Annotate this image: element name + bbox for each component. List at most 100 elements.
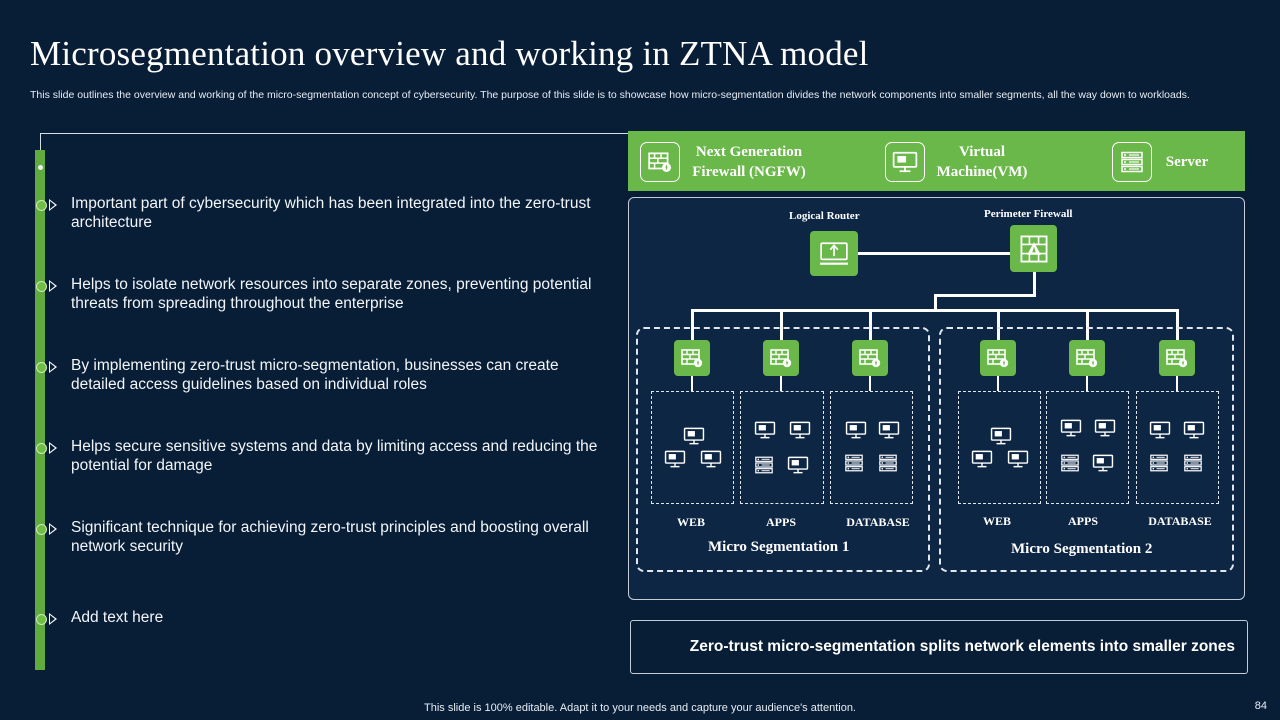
zone-web bbox=[958, 391, 1041, 504]
bullet-dot-icon bbox=[36, 524, 47, 535]
virtual-machine-icon bbox=[878, 421, 900, 439]
server-icon bbox=[1149, 454, 1169, 472]
zone-apps bbox=[1046, 391, 1129, 504]
virtual-machine-icon bbox=[845, 421, 867, 439]
router-firewall-link bbox=[858, 252, 1010, 255]
zone-link bbox=[1176, 376, 1178, 391]
zone-link bbox=[869, 376, 871, 391]
bullet-text: Helps secure sensitive systems and data … bbox=[71, 438, 598, 474]
bullet-item: Significant technique for achieving zero… bbox=[36, 518, 600, 556]
bus-drop-link bbox=[869, 309, 872, 341]
zone-database bbox=[1136, 391, 1219, 504]
zone-apps bbox=[740, 391, 824, 504]
bullet-text: Helps to isolate network resources into … bbox=[71, 276, 592, 312]
logical-router-label: Logical Router bbox=[789, 210, 860, 222]
top-connector-line bbox=[40, 133, 630, 134]
legend-server-label: Server bbox=[1165, 154, 1209, 170]
branch-drop-link bbox=[934, 294, 937, 311]
bullet-arrow-icon bbox=[49, 613, 57, 625]
firewall-icon bbox=[674, 340, 710, 376]
server-icon bbox=[1112, 142, 1152, 182]
network-diagram-panel bbox=[628, 197, 1245, 600]
virtual-machine-icon bbox=[1007, 450, 1029, 468]
legend-vm-line2: Machine(VM) bbox=[936, 164, 1028, 180]
page-subtitle: This slide outlines the overview and wor… bbox=[30, 89, 1190, 101]
bus-drop-link bbox=[1086, 309, 1089, 341]
legend-ngfw-line2: Firewall (NGFW) bbox=[692, 164, 806, 180]
bullet-dot-icon bbox=[36, 200, 47, 211]
zone-link bbox=[691, 376, 693, 391]
firewall-icon bbox=[852, 340, 888, 376]
bullet-item: By implementing zero-trust micro-segment… bbox=[36, 356, 600, 394]
virtual-machine-icon bbox=[683, 427, 705, 445]
bullet-arrow-icon bbox=[49, 199, 57, 211]
firewall-icon bbox=[763, 340, 799, 376]
virtual-machine-icon bbox=[1092, 454, 1114, 472]
bus-drop-link bbox=[997, 309, 1000, 341]
legend-vm-label: Virtual Machine(VM) bbox=[930, 142, 1034, 182]
micro-segmentation-2 bbox=[939, 327, 1234, 572]
footer-note: This slide is 100% editable. Adapt it to… bbox=[424, 702, 856, 714]
zone-label-database: DATABASE bbox=[1148, 514, 1212, 528]
virtual-machine-icon bbox=[754, 421, 776, 439]
firewall-icon bbox=[980, 340, 1016, 376]
virtual-machine-icon bbox=[1183, 421, 1205, 439]
server-icon bbox=[844, 454, 864, 472]
zone-label-database: DATABASE bbox=[846, 515, 910, 529]
virtual-machine-icon bbox=[787, 456, 809, 474]
zone-link bbox=[997, 376, 999, 391]
legend-vm-line1: Virtual bbox=[958, 144, 1006, 160]
bullet-arrow-icon bbox=[49, 280, 57, 292]
zone-label-web: WEB bbox=[676, 515, 705, 529]
bullet-text: By implementing zero-trust micro-segment… bbox=[71, 357, 559, 393]
bullet-dot-icon bbox=[36, 362, 47, 373]
zone-database bbox=[830, 391, 913, 504]
virtual-machine-icon bbox=[1094, 419, 1116, 437]
zone-label-apps: APPS bbox=[1068, 514, 1098, 528]
bus-drop-link bbox=[780, 309, 783, 341]
logical-router-icon bbox=[810, 231, 858, 276]
micro-segmentation-1 bbox=[636, 327, 930, 572]
segment1-label: Micro Segmentation 1 bbox=[708, 539, 850, 555]
legend-ngfw-label: Next Generation Firewall (NGFW) bbox=[684, 142, 814, 182]
timeline-bar bbox=[35, 150, 45, 670]
timeline-start-dot bbox=[38, 165, 43, 170]
firewall-icon bbox=[1069, 340, 1105, 376]
zone-web bbox=[651, 391, 734, 504]
zone-label-web: WEB bbox=[982, 514, 1011, 528]
server-icon bbox=[878, 454, 898, 472]
server-icon bbox=[754, 456, 774, 474]
bus-drop-link bbox=[1176, 309, 1179, 341]
bullet-item: Add text here bbox=[36, 608, 600, 627]
server-icon bbox=[1060, 454, 1080, 472]
firewall-icon bbox=[640, 142, 680, 182]
virtual-machine-icon bbox=[664, 450, 686, 468]
firewall-icon bbox=[1159, 340, 1195, 376]
bullet-item: Important part of cybersecurity which ha… bbox=[36, 194, 600, 232]
page-title: Microsegmentation overview and working i… bbox=[30, 34, 869, 73]
summary-box: Zero-trust micro-segmentation splits net… bbox=[630, 620, 1248, 674]
virtual-machine-icon bbox=[789, 421, 811, 439]
segment2-label: Micro Segmentation 2 bbox=[1011, 541, 1153, 557]
firewall-branch-link bbox=[934, 294, 1036, 297]
distribution-bus-line bbox=[691, 309, 1179, 312]
bullet-text: Add text here bbox=[71, 609, 164, 626]
bullet-dot-icon bbox=[36, 614, 47, 625]
summary-text: Zero-trust micro-segmentation splits net… bbox=[689, 638, 1235, 655]
bullet-arrow-icon bbox=[49, 523, 57, 535]
zone-link bbox=[1086, 376, 1088, 391]
bullet-text: Significant technique for achieving zero… bbox=[71, 519, 589, 555]
bullet-item: Helps to isolate network resources into … bbox=[36, 275, 600, 313]
perimeter-firewall-icon bbox=[1010, 225, 1057, 272]
zone-link bbox=[780, 376, 782, 391]
virtual-machine-icon bbox=[885, 142, 925, 182]
virtual-machine-icon bbox=[990, 427, 1012, 445]
virtual-machine-icon bbox=[700, 450, 722, 468]
virtual-machine-icon bbox=[1060, 419, 1082, 437]
legend-ngfw-line1: Next Generation bbox=[695, 144, 803, 160]
firewall-down-link bbox=[1033, 272, 1036, 296]
bullet-dot-icon bbox=[36, 281, 47, 292]
bus-drop-link bbox=[691, 309, 694, 341]
virtual-machine-icon bbox=[1149, 421, 1171, 439]
server-icon bbox=[1183, 454, 1203, 472]
